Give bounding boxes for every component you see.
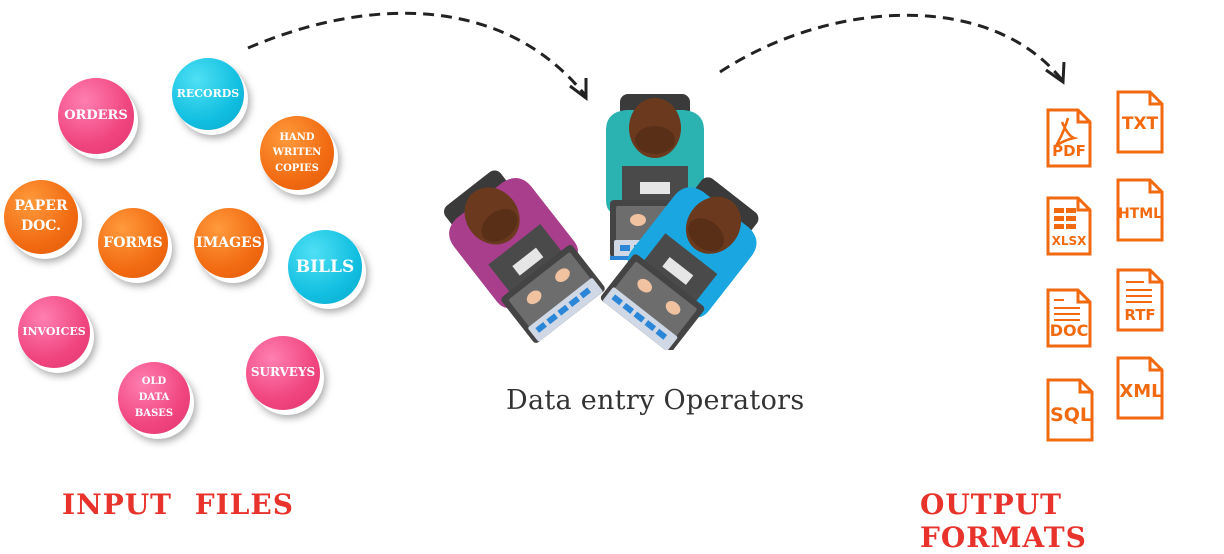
bubble-label: RECORDS xyxy=(176,87,240,101)
input-bubble-old-data-bases: OLD DATA BASES xyxy=(118,362,190,434)
operators-caption: Data entry Operators xyxy=(506,385,805,416)
input-bubble-surveys: SURVEYS xyxy=(246,336,320,410)
bubble-label: IMAGES xyxy=(196,234,262,251)
bubble-label: OLD xyxy=(141,376,167,387)
bubble-label: COPIES xyxy=(275,162,319,174)
operator-right xyxy=(600,177,759,350)
bubble-label: DATA xyxy=(138,392,170,403)
bubble-label: WRITEN xyxy=(272,147,322,159)
input-to-operators-arrow xyxy=(247,11,587,96)
input-bubble-paper-doc: PAPER DOC. xyxy=(4,180,78,254)
input-bubble-orders: ORDERS xyxy=(58,78,134,154)
bubble-label: SURVEYS xyxy=(250,365,316,380)
format-label: HTML xyxy=(1117,206,1163,222)
bubble-label: PAPER xyxy=(14,198,68,215)
input-bubble-hand-written-copies: HAND WRITEN COPIES xyxy=(260,116,334,190)
format-label: DOC xyxy=(1049,321,1089,340)
format-label: PDF xyxy=(1052,142,1086,160)
format-label: TXT xyxy=(1121,114,1159,134)
input-bubble-images: IMAGES xyxy=(194,208,264,278)
html-file-icon: HTML xyxy=(1114,178,1166,242)
bubble-label: DOC. xyxy=(20,218,62,234)
input-files-title: INPUT FILES xyxy=(62,488,294,521)
doc-file-icon: DOC xyxy=(1044,288,1094,348)
txt-file-icon: TXT xyxy=(1114,90,1166,154)
xml-file-icon: XML xyxy=(1114,356,1168,420)
bubble-label: BASES xyxy=(134,408,174,419)
bubble-label: INVOICES xyxy=(22,325,86,339)
operators-to-output-arrow xyxy=(719,13,1064,81)
operators-illustration xyxy=(444,94,759,350)
rtf-file-icon: RTF xyxy=(1114,268,1166,332)
output-formats-title: OUTPUT FORMATS xyxy=(920,488,1087,554)
sql-file-icon: SQL xyxy=(1044,378,1098,442)
input-bubble-forms: FORMS xyxy=(98,208,168,278)
flow-arrows xyxy=(247,11,1066,101)
bubble-label: ORDERS xyxy=(64,107,128,123)
input-bubble-bills: BILLS xyxy=(288,230,362,304)
operator-left xyxy=(444,170,605,343)
format-label: XML xyxy=(1119,381,1163,402)
xlsx-file-icon: XLSX xyxy=(1044,196,1094,256)
format-label: SQL xyxy=(1050,404,1092,426)
data-entry-diagram: ORDERS RECORDS HAND WRITEN COPIES PAPER … xyxy=(4,11,1168,554)
bubble-label: BILLS xyxy=(295,256,355,277)
bubble-label: HAND xyxy=(279,131,315,143)
format-label: RTF xyxy=(1124,306,1156,324)
bubble-label: FORMS xyxy=(103,234,163,251)
input-bubble-invoices: INVOICES xyxy=(18,296,90,368)
pdf-file-icon: PDF xyxy=(1044,108,1094,168)
format-label: XLSX xyxy=(1051,234,1087,248)
input-bubble-records: RECORDS xyxy=(172,58,244,130)
